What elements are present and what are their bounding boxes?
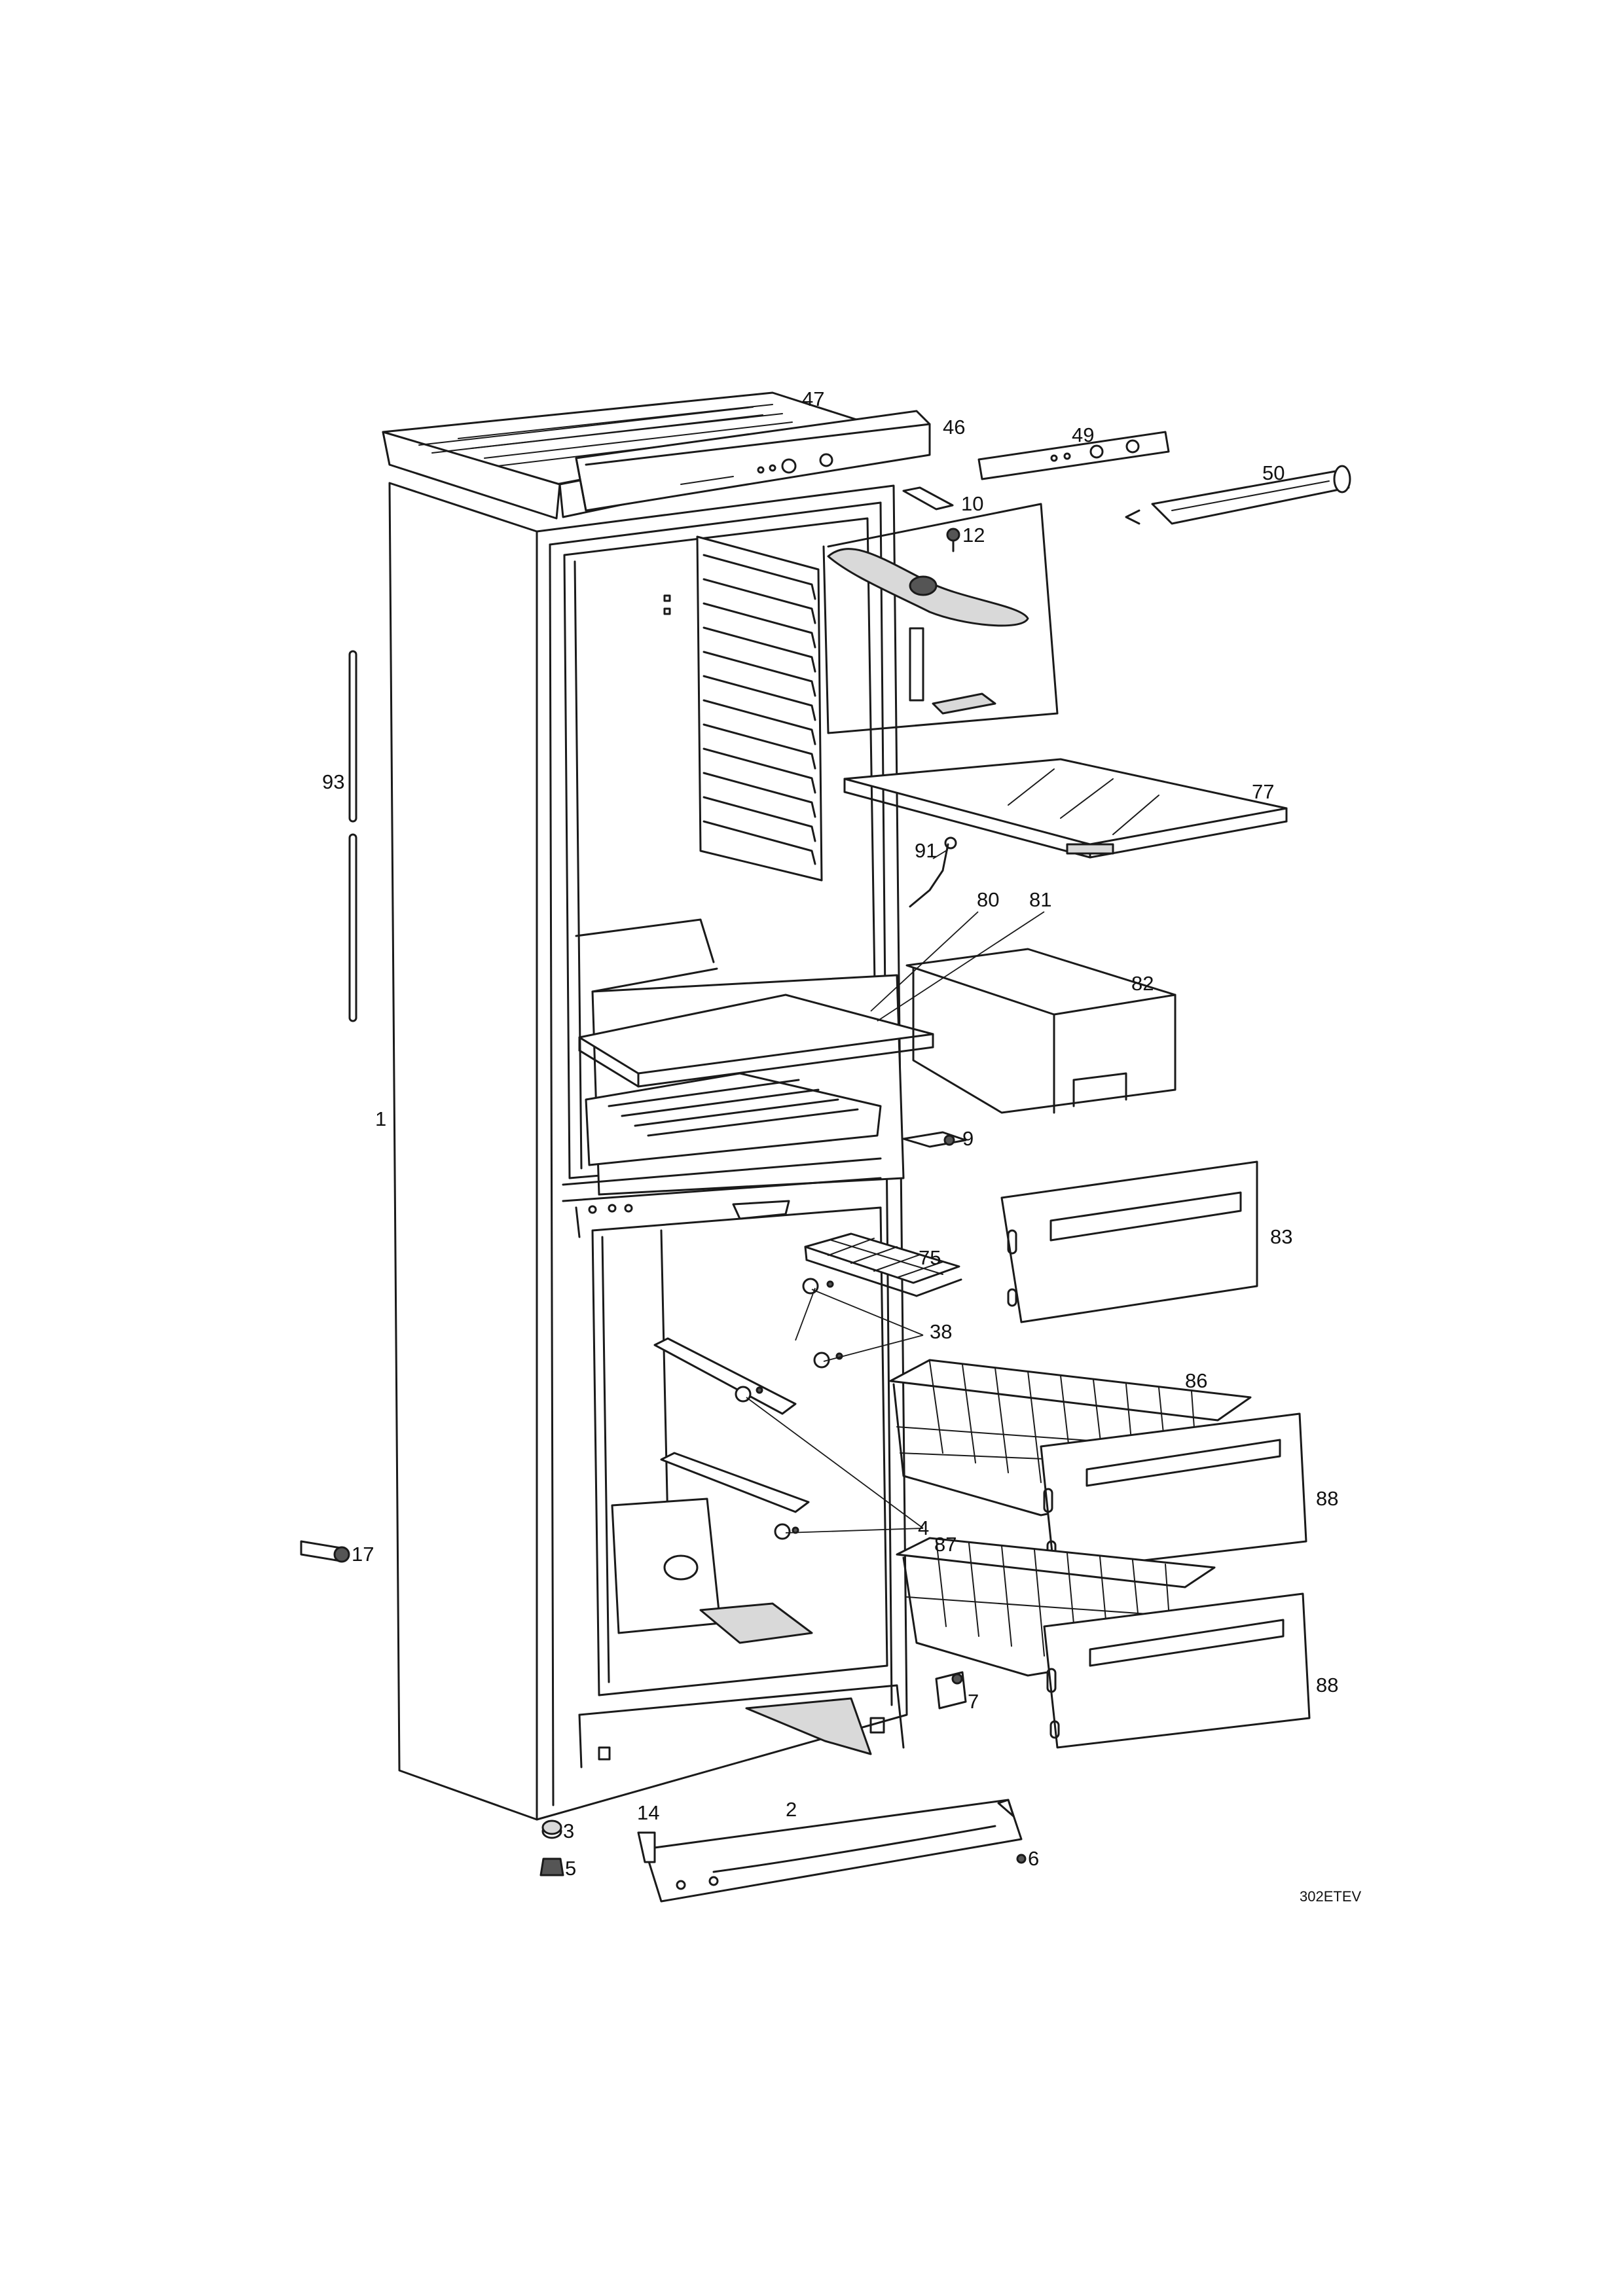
callout-17: 17 (352, 1543, 374, 1566)
drawer-front-83 (1000, 1160, 1258, 1323)
leader-lines (746, 849, 1045, 1534)
evaporator-fins (663, 535, 823, 882)
callout-75: 75 (919, 1246, 941, 1269)
callout-4: 4 (918, 1516, 929, 1539)
callout-87: 87 (934, 1533, 957, 1556)
callout-50: 50 (1262, 461, 1285, 484)
callout-91: 91 (915, 839, 937, 862)
callout-47: 47 (802, 387, 824, 410)
callout-77: 77 (1252, 780, 1274, 803)
callout-82: 82 (1131, 972, 1154, 995)
door-handle-50 (1125, 465, 1351, 525)
drawing-reference-code: 302ETEV (1300, 1888, 1361, 1905)
callout-10: 10 (961, 492, 983, 515)
screw-6 (1016, 1854, 1027, 1864)
hinge-bracket-7 (935, 1671, 967, 1710)
callout-7: 7 (968, 1690, 979, 1713)
callout-80: 80 (977, 888, 999, 911)
callout-14: 14 (637, 1801, 659, 1824)
hinge-pin-17 (300, 1540, 350, 1563)
control-plate-49 (977, 431, 1170, 480)
callout-88-upper: 88 (1316, 1487, 1338, 1510)
foot-5 (539, 1857, 564, 1876)
kickplate-2 (637, 1799, 1023, 1903)
ice-cube-tray (804, 1232, 962, 1297)
callout-1: 1 (375, 1107, 386, 1130)
freezer-shelf-rails (653, 1200, 810, 1513)
callout-5: 5 (565, 1857, 576, 1880)
callout-86: 86 (1185, 1369, 1207, 1392)
callout-93: 93 (322, 770, 344, 793)
callout-labels: 1 2 3 4 5 6 7 9 10 12 14 17 38 46 47 49 … (322, 387, 1361, 1905)
callout-88-lower: 88 (1316, 1674, 1338, 1696)
callout-3: 3 (563, 1820, 574, 1842)
foot-3 (541, 1820, 562, 1839)
drawer-front-88-upper (1040, 1412, 1307, 1572)
drip-tray-grooves (585, 1072, 882, 1166)
callout-9: 9 (962, 1127, 974, 1150)
callout-49: 49 (1072, 423, 1094, 446)
upper-compartment-shelf (578, 994, 934, 1088)
crisper-drawer-82 (905, 948, 1176, 1114)
screw-12 (946, 528, 960, 552)
hinge-pin-9 (902, 1131, 967, 1148)
callout-38: 38 (930, 1320, 952, 1343)
callout-46: 46 (943, 416, 965, 439)
callout-81: 81 (1029, 888, 1051, 911)
callout-2: 2 (786, 1798, 797, 1821)
lamp-cover-assembly (822, 503, 1059, 734)
door-rod-93 (348, 650, 357, 1022)
thermostat-sensor-91 (909, 836, 957, 908)
callout-12: 12 (962, 524, 985, 547)
drawer-front-88-lower (1043, 1592, 1311, 1749)
bracket-10 (902, 486, 954, 511)
callout-83: 83 (1270, 1225, 1292, 1248)
glass-shelf-77 (843, 758, 1288, 859)
freezer-basket-87 (896, 1537, 1216, 1677)
control-panel-housing (575, 410, 931, 512)
callout-6: 6 (1028, 1847, 1039, 1870)
